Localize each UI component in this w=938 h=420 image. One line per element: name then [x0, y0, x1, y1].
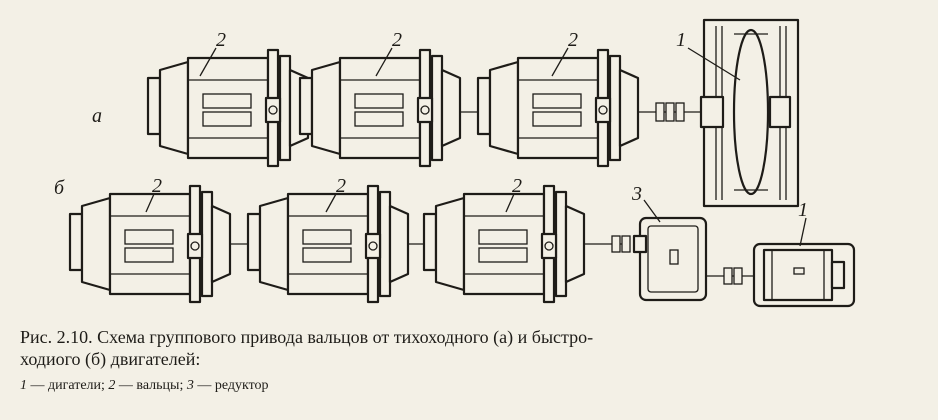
roller-mill-b3: [422, 184, 586, 304]
callout-mill-a1: 2: [216, 29, 226, 51]
legend-text-2: — вальцы;: [118, 378, 184, 393]
callout-mill-a2: 2: [392, 29, 402, 51]
figure-caption: Рис. 2.10. Схема группового привода валь…: [20, 326, 920, 370]
roller-mill-b2: [246, 184, 410, 304]
caption-line-1: Рис. 2.10. Схема группового привода валь…: [20, 327, 594, 347]
row-label-a: a: [92, 105, 102, 127]
row-b-coupling: [611, 235, 631, 253]
roller-drive-diagram: a б 2 2 2 1 2 2 2 3 1: [54, 18, 856, 308]
high-speed-motor: [752, 242, 856, 308]
callout-leaders: [145, 47, 807, 247]
callout-mill-a3: 2: [568, 29, 578, 51]
callout-mill-b2: 2: [336, 175, 346, 197]
roller-mill-a2: [298, 48, 462, 168]
legend-num-3: 3: [186, 378, 194, 393]
roller-mill-a3: [476, 48, 640, 168]
legend-text-1: — дигатели;: [30, 378, 105, 393]
legend-num-2: 2: [108, 378, 116, 393]
callout-mill-b3: 2: [512, 175, 522, 197]
legend-num-1: 1: [20, 378, 27, 393]
figure-legend: 1 — дигатели; 2 — вальцы; 3 — редуктор: [20, 377, 920, 395]
caption-line-2: ходиого (б) двигателей:: [20, 349, 201, 369]
roller-mill-a1: [146, 48, 310, 168]
legend-text-3: — редуктор: [197, 378, 269, 393]
callout-motor-a: 1: [676, 29, 686, 51]
callout-reducer: 3: [631, 183, 642, 205]
roller-mill-b1: [68, 184, 232, 304]
reducer: [632, 216, 760, 302]
row-a-coupling: [655, 102, 685, 122]
callout-mill-b1: 2: [152, 175, 162, 197]
slow-speed-motor: [699, 18, 800, 208]
callout-motor-b: 1: [798, 199, 808, 221]
row-label-b: б: [54, 177, 65, 199]
